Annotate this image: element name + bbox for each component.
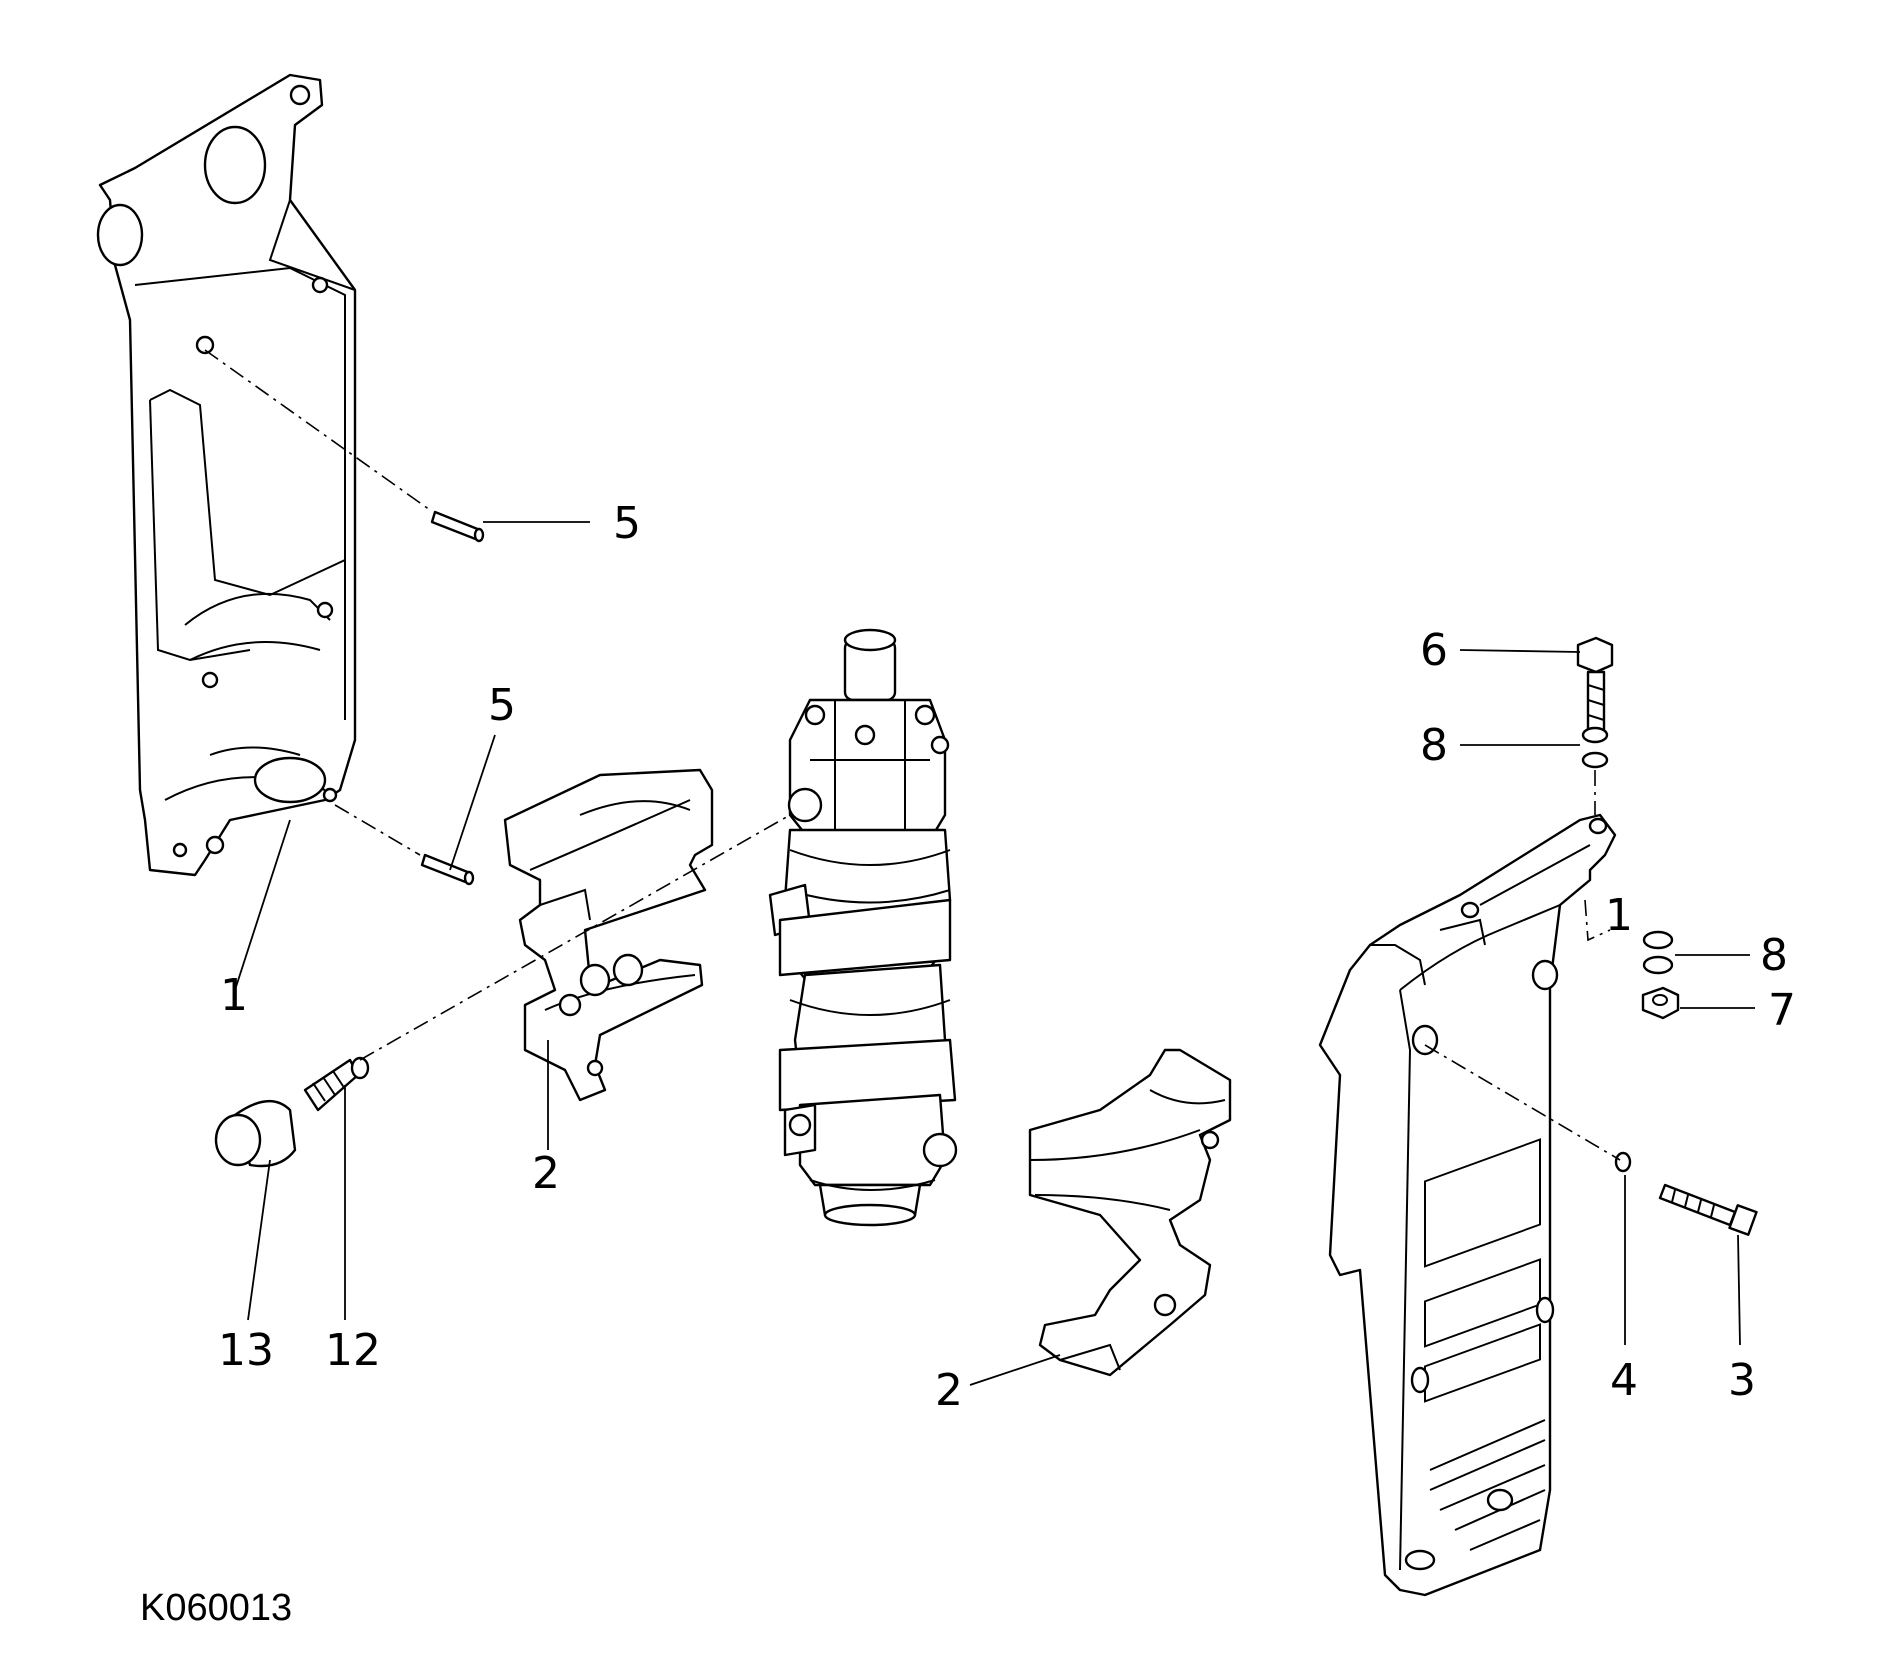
- callout-5-upper: 5: [613, 498, 641, 549]
- callout-2-right: 2: [935, 1365, 963, 1416]
- clamp-shell-right: [1028, 1048, 1232, 1377]
- figure-id: K060013: [140, 1587, 292, 1629]
- callout-1-left: 1: [220, 970, 248, 1021]
- clamp-shell-left: [503, 768, 714, 1102]
- washer-8-right: [1642, 930, 1674, 975]
- washer-4: [1614, 1151, 1632, 1173]
- callout-13: 13: [218, 1325, 274, 1376]
- callout-5-lower: 5: [488, 680, 516, 731]
- callout-3: 3: [1728, 1355, 1756, 1406]
- nut-7: [1641, 986, 1680, 1020]
- callout-2-left: 2: [532, 1148, 560, 1199]
- assembly-axis-lines: [204, 349, 1621, 1161]
- callout-1-right: 1: [1605, 890, 1633, 941]
- right-handle-housing: [1318, 813, 1617, 1597]
- bolt-6: [1576, 636, 1614, 732]
- callout-6: 6: [1420, 625, 1448, 676]
- central-cylinder-assembly: [768, 628, 958, 1227]
- callout-12: 12: [325, 1325, 381, 1376]
- fitting-12: [303, 1056, 370, 1112]
- washer-8-upper: [1581, 726, 1609, 769]
- callout-4: 4: [1610, 1355, 1638, 1406]
- callout-8-upper: 8: [1420, 720, 1448, 771]
- cap-13: [214, 1099, 297, 1168]
- left-handle-housing: [96, 73, 357, 877]
- screw-3: [1658, 1183, 1758, 1236]
- pin-upper: [430, 510, 485, 543]
- callout-7: 7: [1768, 985, 1796, 1036]
- leader-lines: [234, 521, 1755, 1386]
- pin-lower: [420, 853, 475, 886]
- callout-8-right: 8: [1760, 930, 1788, 981]
